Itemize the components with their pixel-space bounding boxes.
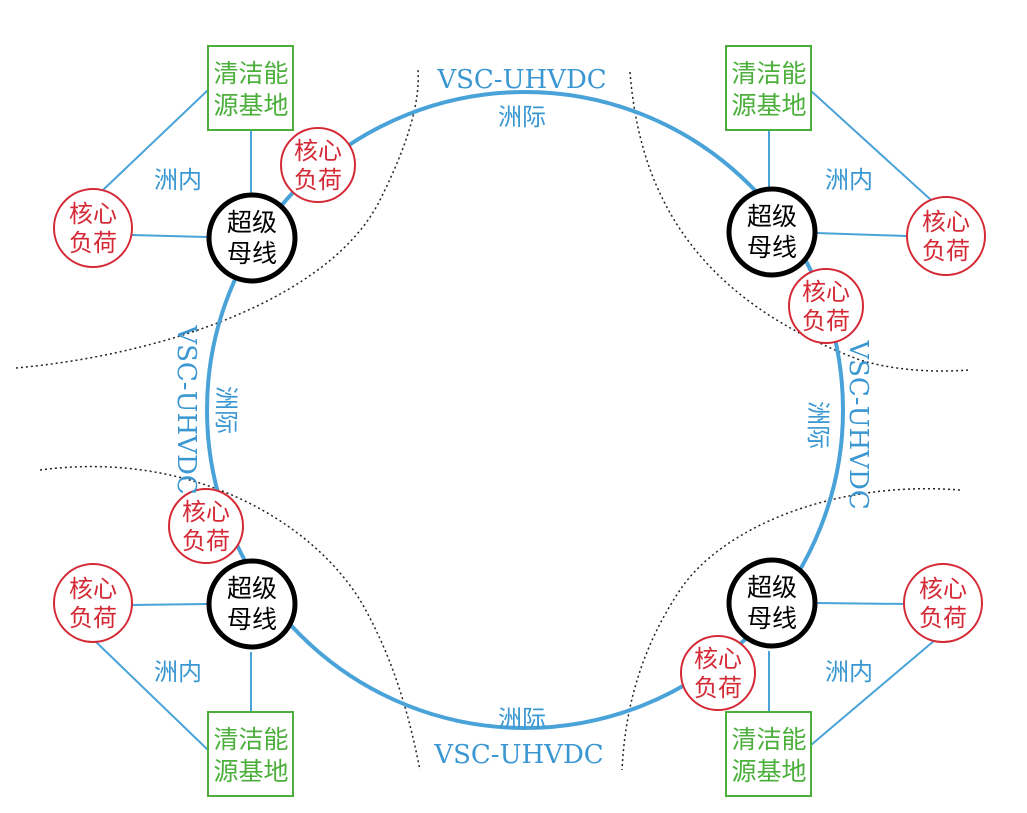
bus-br-1: 超级 — [747, 573, 797, 602]
inter-label-top: 洲际 — [498, 103, 546, 131]
source-bottom-right-line1: 清洁能 — [731, 725, 806, 754]
intra-label-tl: 洲内 — [154, 166, 202, 194]
source-top-right-line1: 清洁能 — [731, 59, 806, 88]
bus-br-2: 母线 — [747, 604, 797, 633]
clean-energy-base-top-right — [725, 45, 812, 131]
source-top-right-line2: 源基地 — [731, 91, 806, 120]
inter-label-left: 洲际 — [212, 386, 240, 434]
bus-tr-1: 超级 — [747, 202, 797, 231]
load-tr-ring-1: 核心 — [802, 278, 850, 306]
load-tr-outer-1: 核心 — [922, 208, 970, 236]
load-tl-ring-1: 核心 — [294, 137, 342, 165]
core-load-br-outer — [903, 563, 983, 643]
load-br-ring-2: 负荷 — [694, 674, 742, 702]
source-bottom-left-line2: 源基地 — [213, 757, 288, 786]
clean-energy-base-bottom-right — [725, 711, 812, 797]
super-bus-top-left — [206, 192, 298, 284]
load-br-outer-1: 核心 — [919, 575, 967, 603]
core-load-tr-outer — [906, 196, 986, 276]
intra-label-tr: 洲内 — [825, 166, 873, 194]
bus-bl-2: 母线 — [227, 605, 277, 634]
load-tr-outer-2: 负荷 — [922, 237, 970, 265]
load-tl-ring-2: 负荷 — [294, 166, 342, 194]
core-load-tr-ring — [788, 268, 864, 344]
super-bus-bottom-left — [206, 558, 298, 650]
super-buses — [206, 186, 818, 650]
inter-label-right: 洲际 — [804, 401, 832, 449]
source-top-left-line2: 源基地 — [213, 91, 288, 120]
bus-tl-1: 超级 — [227, 208, 277, 237]
load-bl-ring-1: 核心 — [182, 498, 230, 526]
source-top-left-line1: 清洁能 — [213, 59, 288, 88]
continent-boundaries — [15, 69, 971, 771]
load-br-ring-1: 核心 — [694, 645, 742, 673]
super-bus-top-right — [726, 186, 818, 278]
source-bottom-left-line1: 清洁能 — [213, 725, 288, 754]
vsc-label-bottom: VSC-UHVDC — [433, 740, 603, 770]
core-load-br-ring — [680, 635, 756, 711]
load-tl-outer-1: 核心 — [69, 200, 117, 228]
intra-label-br: 洲内 — [825, 658, 873, 686]
clean-energy-base-bottom-left — [207, 711, 294, 797]
intercontinental-ring — [205, 90, 845, 730]
core-load-tl-outer — [53, 188, 133, 268]
source-bottom-right-line2: 源基地 — [731, 757, 806, 786]
intra-links — [93, 89, 936, 751]
vsc-label-left: VSC-UHVDC — [171, 324, 201, 494]
vsc-label-right: VSC-UHVDC — [843, 339, 873, 509]
core-load-bl-outer — [53, 563, 133, 643]
core-load-bl-ring — [168, 488, 244, 564]
inter-label-bottom: 洲际 — [498, 705, 546, 733]
load-tr-ring-2: 负荷 — [802, 307, 850, 335]
bus-tl-2: 母线 — [227, 239, 277, 268]
load-bl-outer-2: 负荷 — [69, 604, 117, 632]
load-bl-outer-1: 核心 — [69, 575, 117, 603]
clean-energy-bases — [207, 45, 812, 797]
core-load-tl-ring — [280, 127, 356, 203]
intra-label-bl: 洲内 — [154, 658, 202, 686]
load-bl-ring-2: 负荷 — [182, 527, 230, 555]
vsc-label-top: VSC-UHVDC — [436, 65, 606, 95]
super-bus-bottom-right — [726, 557, 818, 649]
boundary-top-left — [15, 69, 419, 369]
load-br-outer-2: 负荷 — [919, 604, 967, 632]
load-tl-outer-2: 负荷 — [69, 229, 117, 257]
bus-bl-1: 超级 — [227, 574, 277, 603]
core-loads — [53, 127, 986, 711]
clean-energy-base-top-left — [207, 45, 294, 131]
boundary-bottom-right — [621, 488, 961, 771]
bus-tr-2: 母线 — [747, 233, 797, 262]
